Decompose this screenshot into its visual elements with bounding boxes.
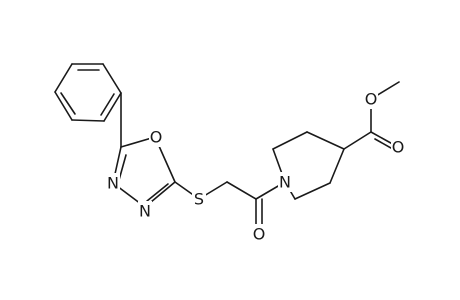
bond xyxy=(343,131,372,150)
atom-N-piperidine: N xyxy=(278,172,292,192)
bond xyxy=(103,92,122,122)
bond xyxy=(226,181,257,200)
atom-label: S xyxy=(194,190,204,209)
oxadiazole-ring xyxy=(112,136,176,208)
bond xyxy=(102,63,122,94)
bond-double xyxy=(146,183,169,202)
atom-O-ester-double: O xyxy=(391,137,405,157)
atom-label: N xyxy=(139,202,151,221)
atom-N-lower: N xyxy=(138,201,152,221)
atom-O-carbonyl: O xyxy=(252,224,266,244)
piperidine-ring xyxy=(272,131,345,200)
bond xyxy=(272,131,308,150)
bond-inner xyxy=(60,92,76,115)
phenyl-ring xyxy=(54,63,122,122)
atom-label: N xyxy=(279,173,291,192)
bond-inner xyxy=(100,93,115,116)
atom-O-ring: O xyxy=(149,127,163,147)
atom-label: O xyxy=(253,225,266,244)
atom-N-upper: N xyxy=(106,173,120,193)
bond xyxy=(294,182,331,200)
atom-label: O xyxy=(365,90,378,109)
bond-double xyxy=(118,154,127,181)
bond xyxy=(54,63,73,93)
atom-label: N xyxy=(107,174,119,193)
bond xyxy=(329,148,345,184)
atom-S: S xyxy=(192,189,206,209)
atom-O-ester-single: O xyxy=(364,89,378,109)
atom-label: O xyxy=(392,138,405,157)
bond xyxy=(71,119,105,122)
bond xyxy=(54,91,73,121)
atom-label: O xyxy=(150,128,163,147)
bond xyxy=(306,131,345,150)
